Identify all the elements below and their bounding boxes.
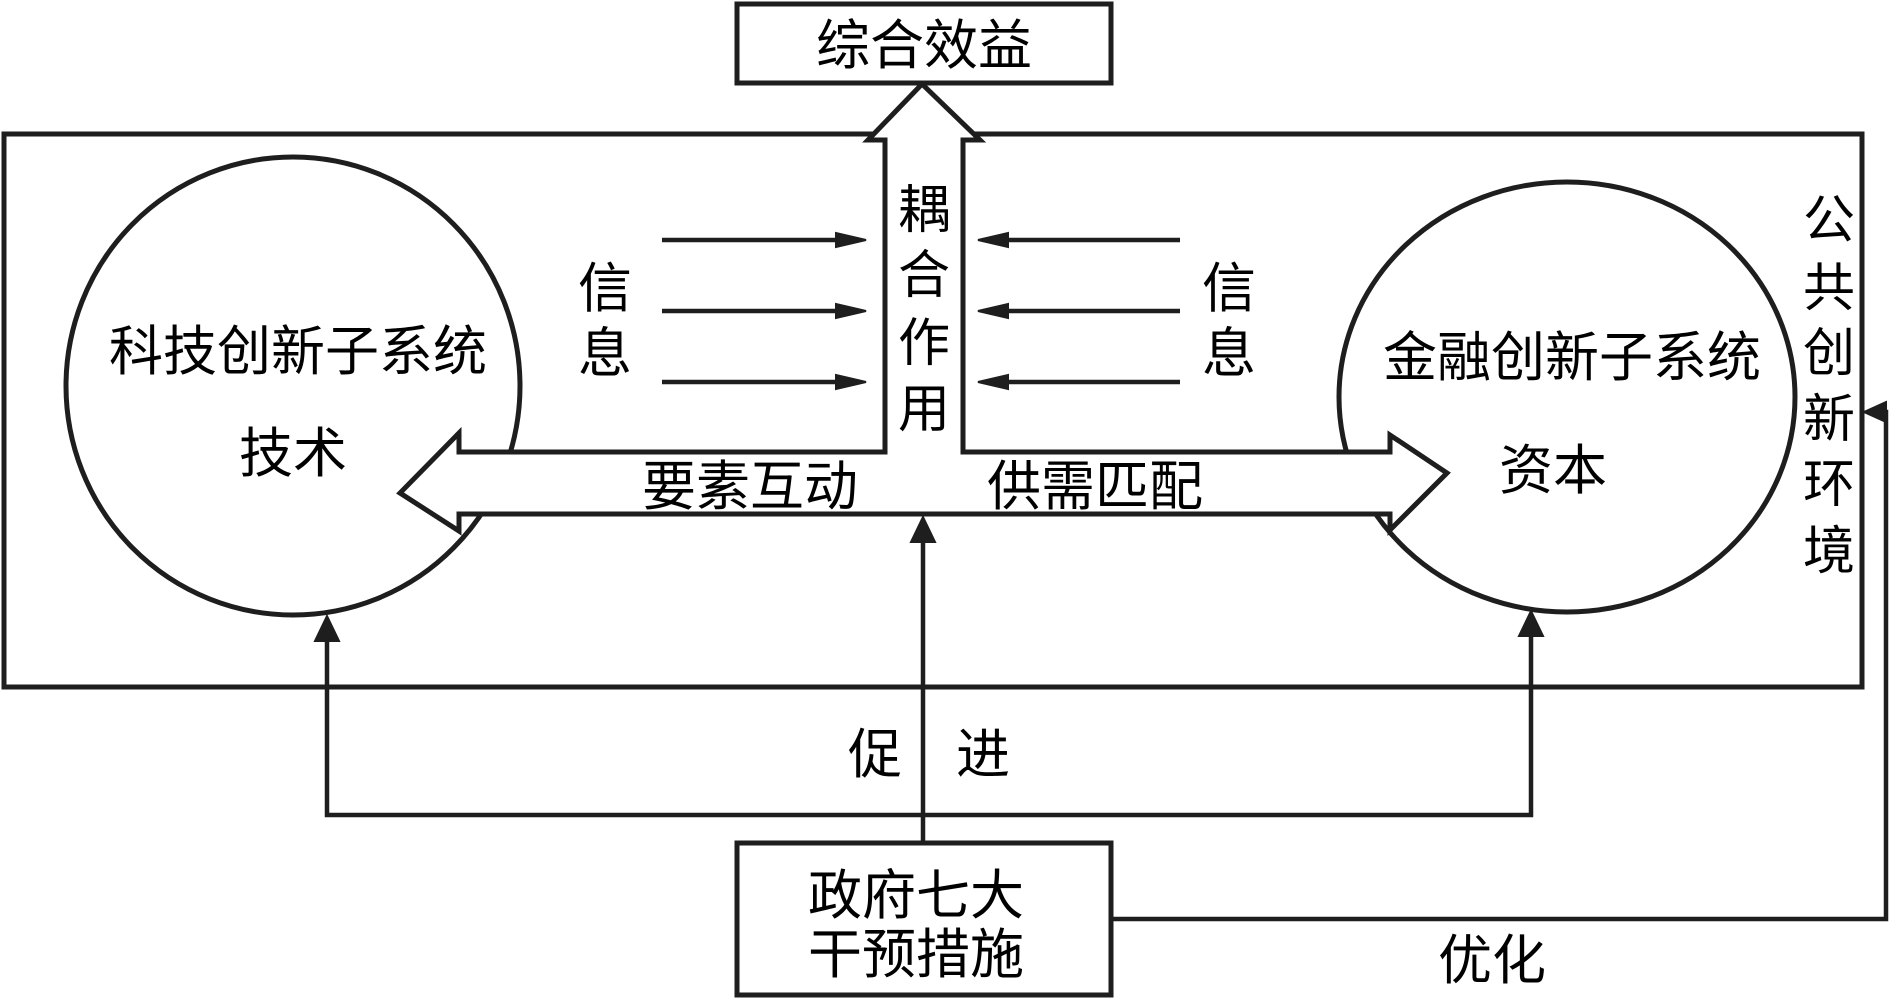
info-arrowhead-icon [977, 231, 1009, 249]
tech-subsystem-circle [63, 154, 523, 618]
outer-system-boundary [1, 131, 1865, 690]
info-arrowhead-icon [977, 302, 1009, 320]
environment-label-char: 境 [1803, 522, 1855, 582]
environment-label-char: 新 [1803, 390, 1855, 450]
promote-connector [324, 636, 1534, 818]
tech-subsystem-element: 技术 [239, 422, 347, 485]
info-right-label-char: 信 [1202, 257, 1256, 320]
optimize-arrowhead-icon [1861, 400, 1887, 424]
info-left-label-char: 信 [578, 257, 632, 320]
environment-label-char: 创 [1803, 324, 1855, 384]
info-right-label-char: 息 [1202, 322, 1256, 385]
finance-subsystem-element: 资本 [1499, 439, 1607, 502]
promote-label-char: 进 [956, 723, 1010, 786]
element-interaction-label: 要素互动 [642, 455, 858, 518]
info-left-label-char: 息 [578, 322, 632, 385]
government-box-line2: 干预措施 [808, 923, 1024, 986]
outcome-box-label: 综合效益 [816, 14, 1032, 77]
info-arrowhead-icon [835, 302, 867, 320]
finance-subsystem-title: 金融创新子系统 [1383, 326, 1761, 389]
environment-label-char: 公 [1803, 191, 1855, 251]
info-arrowhead-icon [835, 373, 867, 391]
info-arrows-left [662, 231, 867, 391]
promote-label-char: 促 [848, 723, 902, 786]
government-box-line1: 政府七大 [808, 864, 1024, 927]
coupling-interaction-arrow [396, 80, 1451, 537]
tech-subsystem-title: 科技创新子系统 [109, 320, 487, 383]
promote-arrowhead-center-icon [909, 514, 937, 543]
info-arrowhead-icon [835, 231, 867, 249]
government-measures-box [734, 840, 1114, 998]
promote-arrowhead-finance-icon [1517, 608, 1545, 637]
coupling-label-char: 作 [898, 314, 950, 374]
optimize-label: 优化 [1438, 929, 1546, 992]
info-arrowhead-icon [977, 373, 1009, 391]
environment-label-char: 环 [1803, 455, 1855, 515]
coupling-label-char: 合 [898, 246, 950, 306]
finance-subsystem-circle [1336, 179, 1798, 615]
coupling-label-char: 用 [898, 380, 950, 440]
info-arrows-right [977, 231, 1180, 391]
environment-label-char: 共 [1803, 259, 1855, 319]
promote-arrowhead-tech-icon [313, 613, 341, 642]
supply-demand-matching-label: 供需匹配 [987, 455, 1203, 518]
coupling-label-char: 耦 [898, 181, 950, 241]
